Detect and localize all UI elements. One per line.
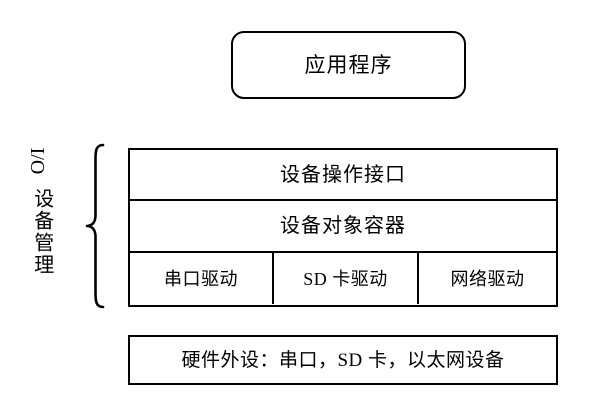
layer-row-device-operation-interface: 设备操作接口 — [130, 150, 556, 201]
driver-row: 串口驱动 SD 卡驱动 网络驱动 — [130, 253, 556, 304]
layer-label-device-operation-interface: 设备操作接口 — [280, 163, 406, 186]
layer-label-device-object-container: 设备对象容器 — [280, 215, 406, 237]
driver-cell-sd-card: SD 卡驱动 — [272, 253, 417, 304]
application-program-label: 应用程序 — [304, 52, 393, 77]
driver-cell-serial: 串口驱动 — [130, 253, 272, 304]
io-stack-table: 设备操作接口 设备对象容器 串口驱动 SD 卡驱动 网络驱动 — [128, 148, 558, 307]
hardware-peripherals-label: 硬件外设：串口，SD 卡，以太网设备 — [181, 349, 505, 371]
layer-row-device-object-container: 设备对象容器 — [130, 201, 556, 253]
io-prefix-label: I/O — [26, 147, 48, 175]
hardware-peripherals-box: 硬件外设：串口，SD 卡，以太网设备 — [128, 335, 558, 385]
driver-cell-network: 网络驱动 — [417, 253, 556, 304]
driver-label-sd-card: SD 卡驱动 — [303, 268, 388, 289]
driver-label-network: 网络驱动 — [450, 268, 525, 289]
device-management-label: 设备管理 — [30, 188, 53, 276]
application-program-box: 应用程序 — [231, 31, 466, 99]
curly-brace-icon — [84, 143, 106, 309]
io-device-management-label: I/O 设备管理 — [26, 140, 56, 305]
driver-label-serial: 串口驱动 — [164, 268, 238, 289]
